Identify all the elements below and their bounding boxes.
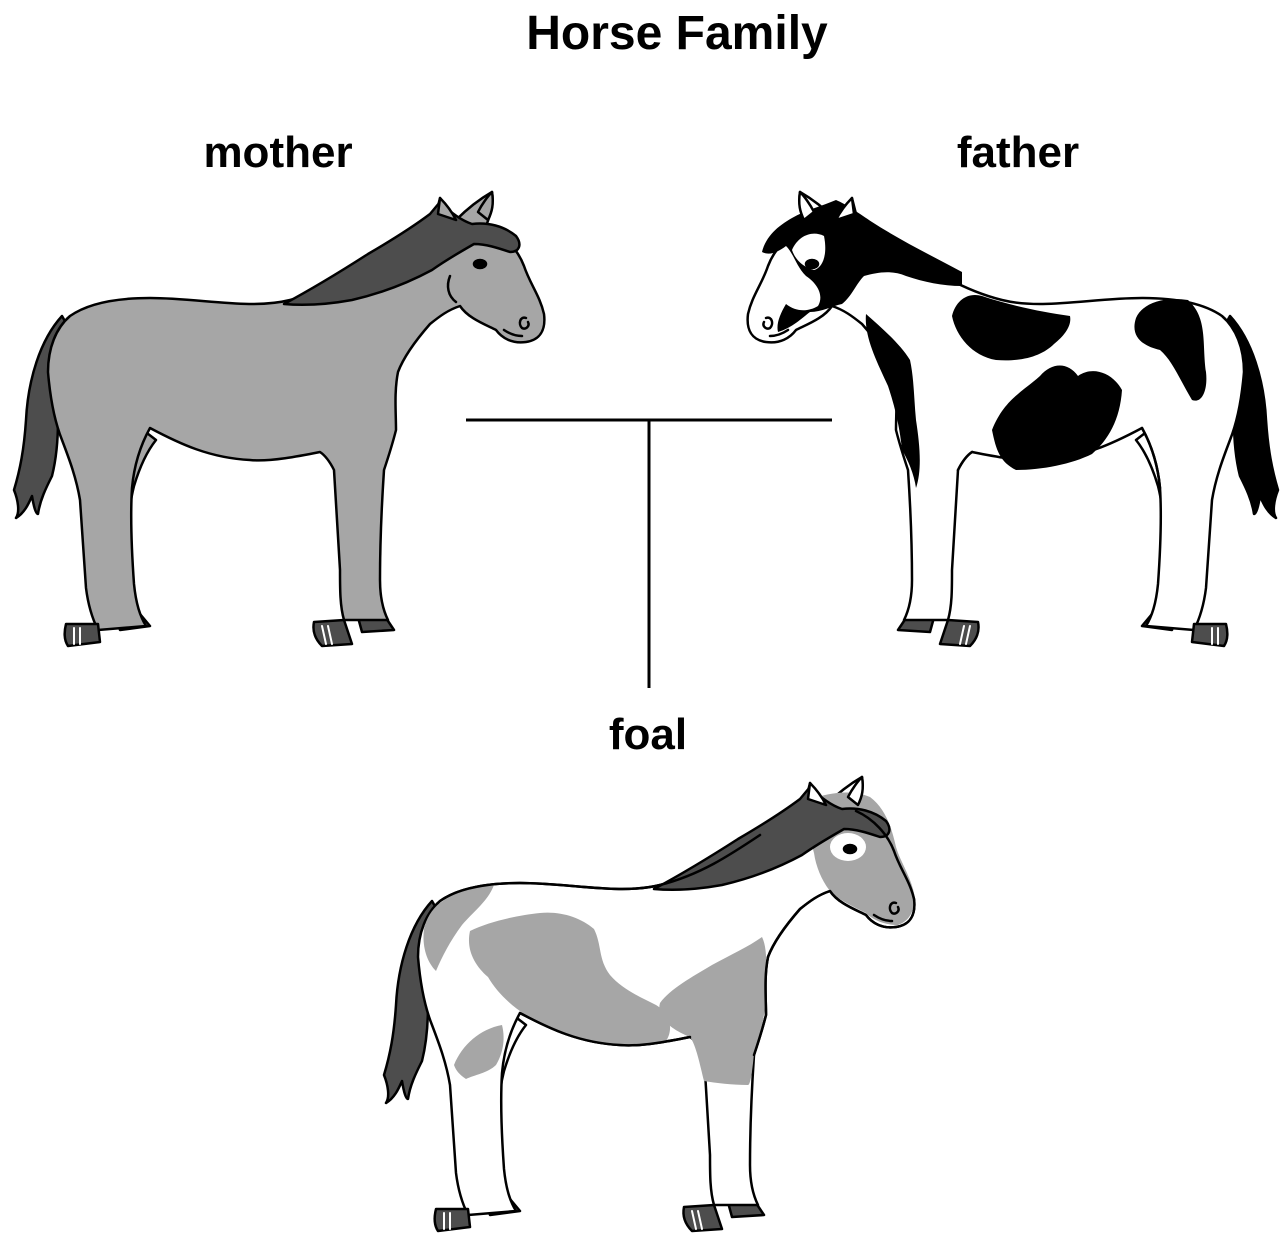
father-hoof-hind (1192, 624, 1227, 646)
foal-horse (384, 777, 914, 1231)
foal-hoof-fore (683, 1205, 722, 1231)
father-eye (806, 260, 818, 268)
foal-hoof-hind (435, 1209, 470, 1231)
father-hoof-fore (940, 620, 979, 646)
mother-hoof-fore (313, 620, 352, 646)
mother-hoof-hind (65, 624, 100, 646)
mother-eye (474, 260, 486, 268)
family-connector (466, 420, 832, 688)
mother-body (48, 192, 544, 630)
foal-eye (844, 845, 856, 853)
mother-horse (14, 192, 544, 646)
